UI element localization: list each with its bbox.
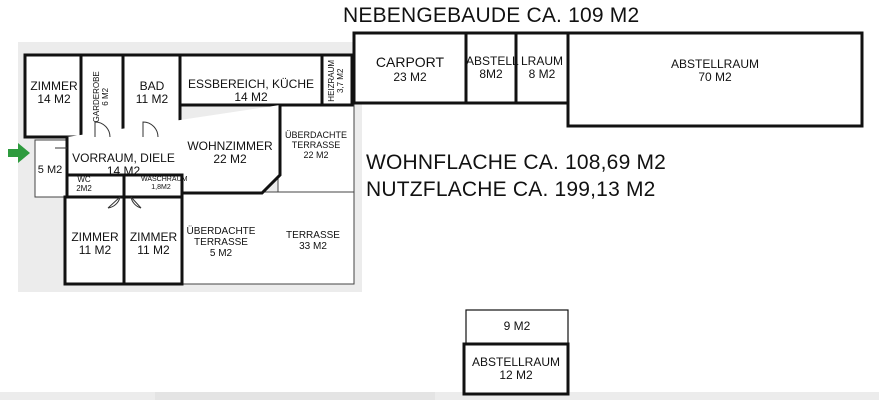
title-nutzflache: NUTZFLACHE CA. 199,13 M2 [366,178,656,201]
title-wohnflache: WOHNFLACHE CA. 108,69 M2 [366,151,667,174]
room-small-9: 9 M2 [503,319,531,333]
separate-building [462,309,570,396]
nebengebaude-walls [352,31,864,128]
room-eingang: 5 M2 [37,164,63,176]
title-nebengebaude: NEBENGEBAUDE CA. 109 M2 [343,4,640,27]
terrace-outline [34,103,355,285]
entrance-arrow-icon [8,143,30,163]
